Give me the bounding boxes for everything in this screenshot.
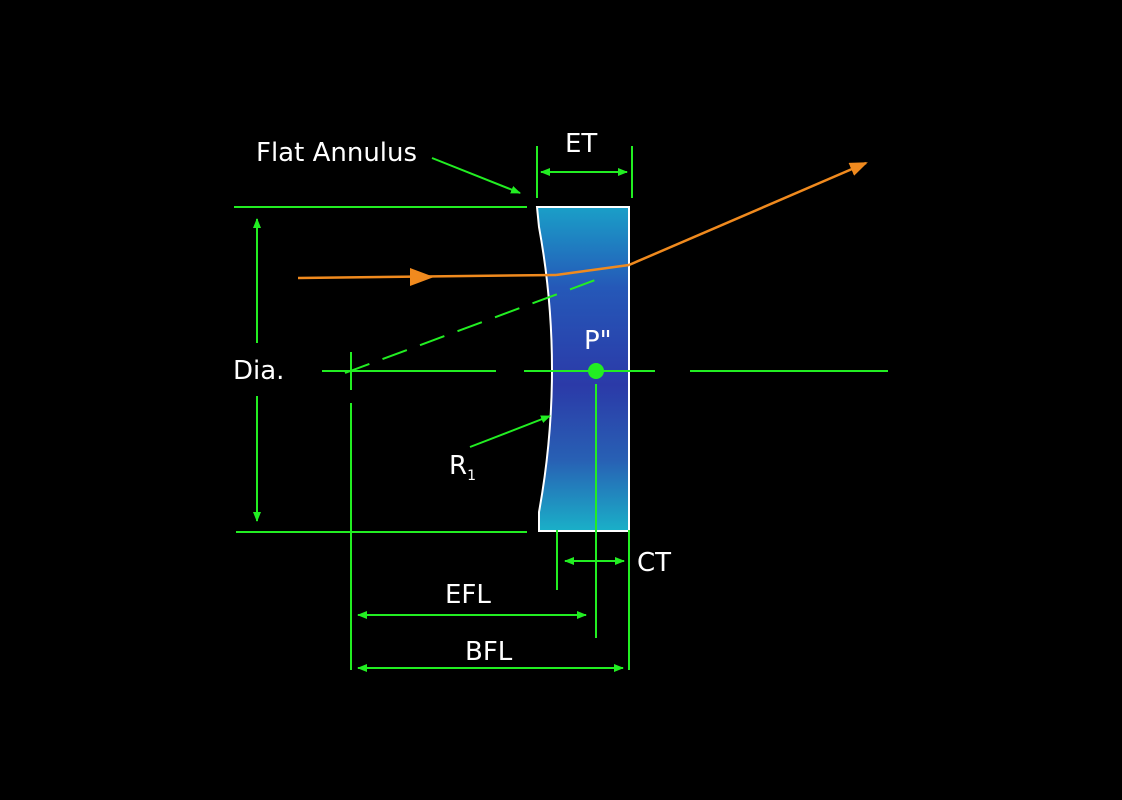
flat-annulus-label: Flat Annulus (256, 138, 417, 168)
r1-pointer (469, 415, 551, 448)
flat-annulus-pointer (431, 157, 521, 194)
virtual-ray-dashed (344, 278, 599, 374)
et-label: ET (565, 129, 597, 159)
principal-point-label: P" (584, 326, 612, 356)
bfl-label: BFL (465, 637, 513, 667)
radius-label: R1 (449, 451, 476, 484)
refracted-ray-exit (628, 161, 868, 267)
principal-point-marker (588, 363, 604, 379)
ct-label: CT (637, 548, 671, 578)
lens-body (535, 206, 630, 532)
radius-label-subscript: 1 (467, 468, 476, 484)
refracted-ray-inside (555, 263, 630, 277)
efl-label: EFL (445, 580, 491, 610)
diameter-label: Dia. (233, 356, 284, 386)
radius-label-main: R (449, 451, 467, 481)
incident-ray-arrowhead (410, 268, 434, 286)
